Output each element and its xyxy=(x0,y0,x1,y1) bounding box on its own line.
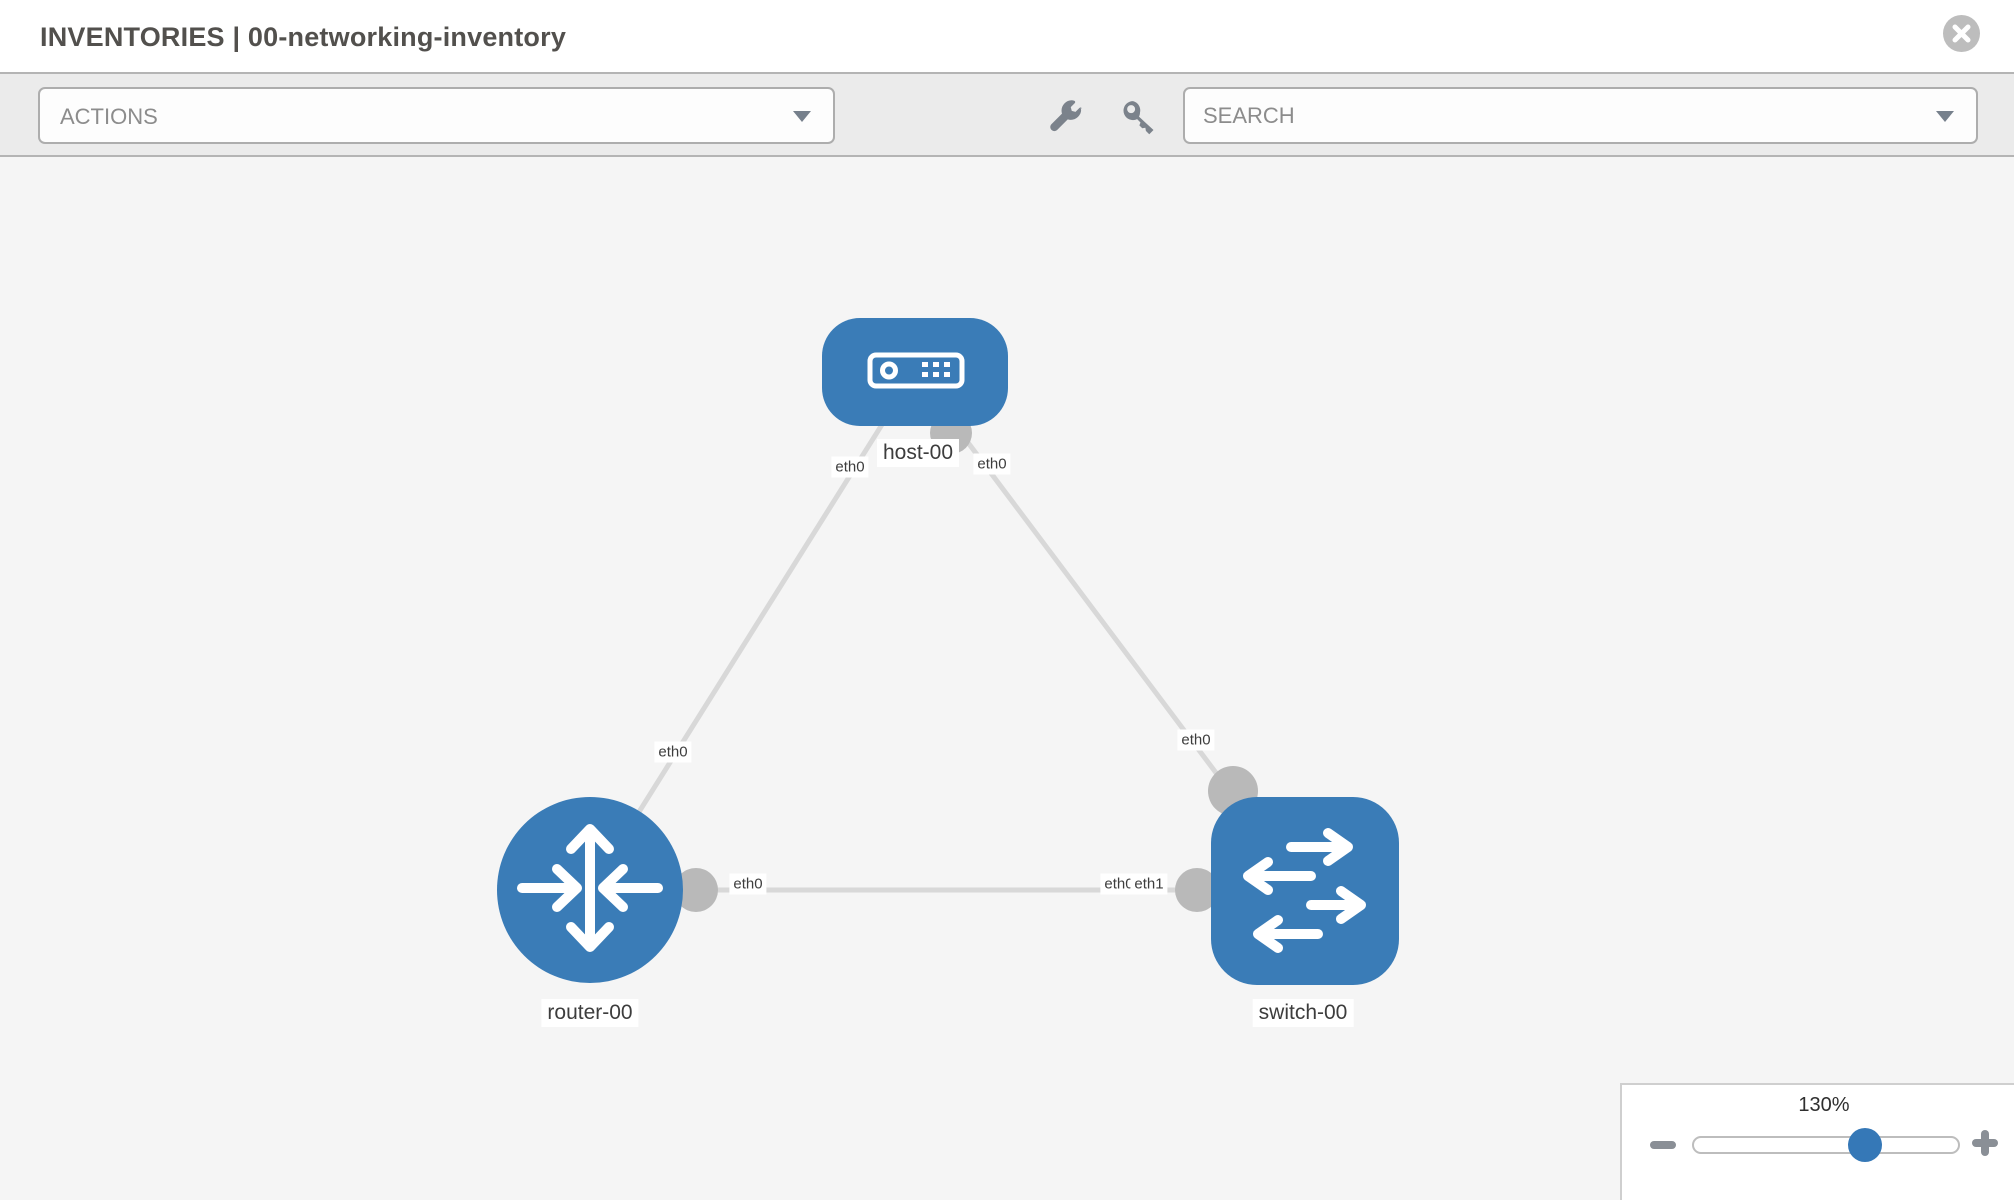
key-icon xyxy=(1119,101,1159,142)
interface-label: eth0 xyxy=(831,456,869,478)
switch-icon xyxy=(1211,795,1399,988)
zoom-level-value: 130% xyxy=(1798,1094,1850,1116)
wrench-icon xyxy=(1047,100,1087,142)
chevron-down-icon xyxy=(793,111,811,122)
chevron-down-icon xyxy=(1936,111,1954,122)
topology-links-layer xyxy=(587,370,1306,912)
search-dropdown[interactable] xyxy=(1183,87,1978,144)
plus-icon xyxy=(1972,1130,1998,1160)
interface-circle-switch-left xyxy=(1175,868,1219,912)
interface-label: eth0 xyxy=(729,873,767,895)
close-button[interactable] xyxy=(1943,15,1980,52)
interface-label: eth1 xyxy=(1130,873,1168,895)
minus-icon xyxy=(1650,1137,1676,1154)
node-host-00[interactable] xyxy=(822,318,1008,426)
node-label-router: router-00 xyxy=(541,999,639,1027)
interface-circle-router xyxy=(674,868,718,912)
interface-label: eth0 xyxy=(654,741,692,763)
router-icon xyxy=(497,795,683,986)
actions-dropdown-label: ACTIONS xyxy=(60,104,158,129)
credentials-button[interactable] xyxy=(1119,98,1159,138)
zoom-out-button[interactable] xyxy=(1650,1137,1676,1155)
search-input[interactable] xyxy=(1203,91,1903,140)
interface-label: eth0 xyxy=(1177,729,1215,751)
interface-label: eth0 xyxy=(973,453,1011,475)
node-switch-00[interactable] xyxy=(1211,797,1399,985)
interface-label: eth0 xyxy=(1100,873,1138,895)
zoom-in-button[interactable] xyxy=(1972,1130,1998,1161)
toolbar: ACTIONS xyxy=(0,72,2014,157)
host-icon xyxy=(822,316,1008,429)
header: INVENTORIES | 00-networking-inventory xyxy=(0,0,2014,72)
page-title: INVENTORIES | 00-networking-inventory xyxy=(40,22,567,52)
node-label-switch: switch-00 xyxy=(1252,999,1354,1027)
zoom-slider-track[interactable] xyxy=(1692,1136,1960,1154)
configure-button[interactable] xyxy=(1047,98,1087,138)
node-label-host: host-00 xyxy=(876,439,960,467)
node-router-00[interactable] xyxy=(497,797,683,983)
topology-canvas[interactable]: eth0 eth0 eth0 eth0 eth0 eth0 eth1 host-… xyxy=(0,157,2014,1200)
zoom-control-panel: 130% xyxy=(1620,1083,2014,1200)
zoom-slider-knob[interactable] xyxy=(1848,1128,1882,1162)
actions-dropdown[interactable]: ACTIONS xyxy=(38,87,835,144)
